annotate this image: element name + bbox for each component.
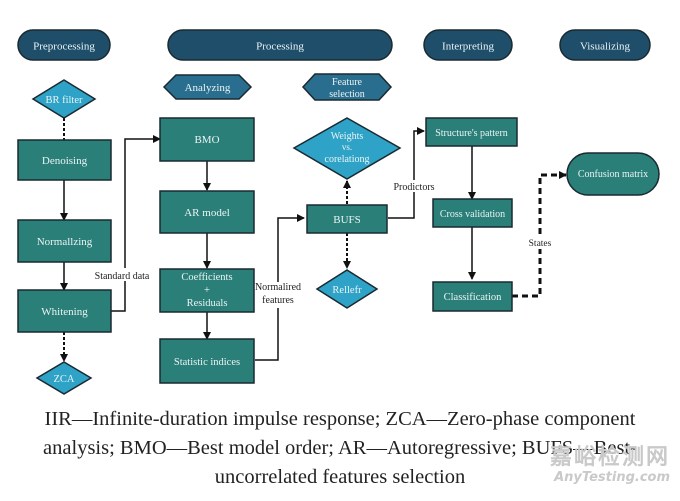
node-normalizing-label: Normallzing: [37, 236, 93, 248]
node-statistic-indices-label: Statistic indices: [174, 357, 240, 368]
node-structure-pattern-label: Structure's pattern: [435, 128, 508, 139]
node-ar-model: AR model: [159, 190, 255, 234]
edge-bufs-structure: [388, 127, 425, 219]
phase-interpreting-label: Interpreting: [442, 41, 494, 53]
node-bufs-label: BUFS: [333, 214, 361, 226]
node-confusion-matrix-label: Confusion matrix: [578, 169, 648, 180]
phase-visualizing-label: Visualizing: [580, 41, 631, 53]
caption-line-3: uncorrelated features selection: [214, 466, 466, 488]
node-relief: Rellefr: [315, 269, 379, 309]
node-statistic-indices: Statistic indices: [159, 338, 255, 384]
edge-classification-confusion: [512, 171, 567, 298]
node-br-filter-label: BR filter: [45, 95, 83, 106]
node-coefficients-line3: Residuals: [187, 298, 228, 309]
node-zca: ZCA: [35, 361, 93, 395]
node-whitening-label: Whitening: [41, 306, 88, 318]
caption-line-2: analysis; BMO—Best model order; AR—Autor…: [43, 437, 637, 459]
node-cross-validation: Cross validation: [432, 198, 513, 228]
node-classification: Classification: [432, 281, 513, 312]
figure-caption: IIR—Infinite-duration impulse response; …: [0, 405, 680, 492]
node-coefficients-line2: +: [204, 285, 210, 296]
subphase-analyzing: Analyzing: [162, 74, 253, 100]
subphase-analyzing-label: Analyzing: [185, 82, 231, 94]
node-relief-label: Rellefr: [332, 285, 362, 296]
node-structure-pattern: Structure's pattern: [425, 117, 518, 147]
phase-processing: Processing: [167, 29, 393, 61]
node-normalizing: Normallzing: [17, 219, 112, 263]
phase-preprocessing: Preprocessing: [17, 29, 111, 61]
node-bmo-label: BMO: [194, 134, 219, 146]
node-br-filter: BR filter: [31, 79, 97, 119]
node-coefficients-residuals: Coefficients + Residuals: [159, 268, 255, 313]
watermark: 嘉峪检测网 AnyTesting.com: [550, 446, 670, 486]
phase-interpreting: Interpreting: [423, 29, 513, 61]
phase-processing-label: Processing: [256, 41, 304, 53]
node-bufs: BUFS: [306, 204, 388, 234]
node-bmo: BMO: [159, 117, 255, 162]
node-denoising: Denoising: [17, 139, 112, 181]
node-coefficients-line1: Coefficients: [181, 272, 232, 283]
subphase-feature-selection-line2: selection: [329, 89, 365, 100]
node-ar-model-label: AR model: [184, 207, 230, 219]
phase-visualizing: Visualizing: [559, 29, 651, 61]
node-weights-correlation: Weights vs. corelationg: [292, 117, 402, 180]
subphase-feature-selection-line1: Feature: [332, 77, 363, 88]
edge-label-normalized-features-1: Normalired: [255, 282, 301, 293]
node-weights-line3: corelationg: [325, 154, 370, 165]
watermark-url: AnyTesting.com: [554, 470, 670, 485]
edge-label-predictors: Prodictors: [393, 182, 434, 193]
flowchart: Preprocessing Processing Interpreting Vi…: [17, 29, 660, 395]
node-classification-label: Classification: [444, 292, 502, 303]
node-cross-validation-label: Cross validation: [440, 209, 505, 220]
node-whitening: Whitening: [17, 289, 112, 333]
edge-label-standard-data: Standard data: [95, 271, 150, 282]
edge-label-normalized-features-2: features: [262, 295, 294, 306]
subphase-feature-selection: Feature selection: [301, 73, 393, 101]
watermark-logo-text: 嘉峪检测网: [549, 445, 670, 470]
node-weights-line2: vs.: [342, 142, 352, 152]
edge-whitening-bmo: [111, 135, 161, 312]
node-denoising-label: Denoising: [42, 155, 88, 167]
edge-label-states: States: [529, 239, 552, 249]
node-weights-line1: Weights: [331, 131, 364, 142]
caption-line-1: IIR—Infinite-duration impulse response; …: [44, 408, 636, 430]
node-zca-label: ZCA: [54, 374, 75, 385]
phase-preprocessing-label: Preprocessing: [33, 41, 95, 53]
node-confusion-matrix: Confusion matrix: [566, 152, 660, 196]
